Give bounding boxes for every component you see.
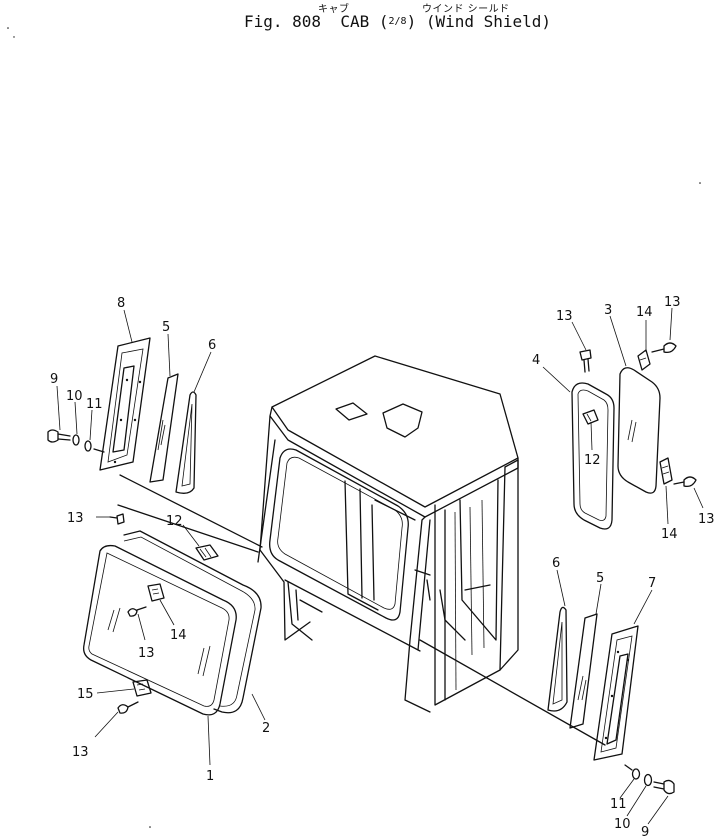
quarter-frame-right [593, 625, 639, 761]
quarter-frame-left [99, 337, 151, 471]
front-windshield-group [83, 504, 262, 716]
side-window-seal [571, 382, 615, 530]
bracket-14-right-low [659, 457, 673, 485]
callout-5-left: 5 [162, 320, 170, 335]
callout-2: 2 [262, 721, 270, 736]
right-quarter-window-group [419, 606, 675, 795]
bolt-13-front-top [116, 513, 125, 525]
figure-title-prefix: Fig. 808 CAB ( [244, 12, 389, 31]
callout-14-right-top: 14 [636, 305, 653, 320]
callout-13-right-top-a: 13 [556, 309, 573, 324]
bolt-right [653, 779, 675, 795]
windshield-seal [123, 530, 262, 714]
callout-13-left-top: 13 [67, 511, 84, 526]
leader-lines [56, 307, 704, 825]
callout-5-right: 5 [596, 571, 604, 586]
bracket-14-front [147, 583, 165, 602]
callout-11-left: 11 [86, 397, 103, 412]
callout-4: 4 [532, 353, 540, 368]
callout-10-right: 10 [614, 817, 631, 832]
right-side-window-group [571, 342, 697, 530]
cab-body [257, 355, 519, 713]
callout-11-right: 11 [610, 797, 627, 812]
figure-title-fraction: 2/8 [388, 16, 407, 27]
figure-title: Fig. 808 CAB (2/8) (Wind Shield) [244, 12, 551, 32]
scan-specks [7, 27, 701, 828]
bolt-left [47, 429, 71, 443]
figure-title-suffix: ) (Wind Shield) [406, 12, 552, 31]
bolt-13-right-a [579, 349, 592, 361]
callout-3: 3 [604, 303, 612, 318]
callout-12-right: 12 [584, 453, 601, 468]
callout-6-right: 6 [552, 556, 560, 571]
callout-13-right-top-b: 13 [664, 295, 681, 310]
callout-15: 15 [77, 687, 94, 702]
quarter-glass-left [149, 373, 179, 483]
bracket-14-right-top [637, 349, 651, 371]
callout-7: 7 [648, 576, 656, 591]
callout-10-left: 10 [66, 389, 83, 404]
windshield-glass [83, 544, 237, 716]
quarter-seal-right [547, 606, 568, 712]
callout-9-left: 9 [50, 372, 58, 387]
washer-left [72, 434, 80, 446]
bracket-15 [132, 679, 152, 697]
clip-12-right [582, 409, 599, 425]
bolt-13-right-low [683, 476, 697, 488]
callout-13-front-bolt: 13 [138, 646, 155, 661]
callout-labels: 8 5 6 9 10 11 13 12 14 13 15 13 2 1 13 3… [50, 295, 715, 838]
callout-1: 1 [206, 769, 214, 784]
quarter-seal-left [175, 391, 197, 494]
washer-right [643, 773, 653, 787]
figure-header: キャブ ウインド シールド Fig. 808 CAB (2/8) (Wind S… [0, 0, 716, 40]
bolt-13-front-low [117, 704, 129, 714]
callout-14-front: 14 [170, 628, 187, 643]
callout-6-left: 6 [208, 338, 216, 353]
ruby-windshield: ウインド シールド [422, 4, 510, 15]
lockwasher-right [631, 768, 641, 780]
bolt-13-front [127, 608, 138, 617]
bolt-13-right-b [663, 342, 677, 354]
side-window-glass [617, 367, 661, 494]
callout-8: 8 [117, 296, 125, 311]
callout-14-right-low: 14 [661, 527, 678, 542]
left-quarter-window-group [47, 337, 263, 548]
ruby-cab: キャブ [318, 4, 350, 15]
callout-9-right: 9 [641, 825, 649, 838]
clip-12-front [195, 544, 219, 561]
callout-13-right-low: 13 [698, 512, 715, 527]
callout-13-front-low: 13 [72, 745, 89, 760]
callout-12-left: 12 [166, 514, 183, 529]
lockwasher-left [84, 440, 92, 452]
quarter-glass-right [569, 613, 598, 729]
